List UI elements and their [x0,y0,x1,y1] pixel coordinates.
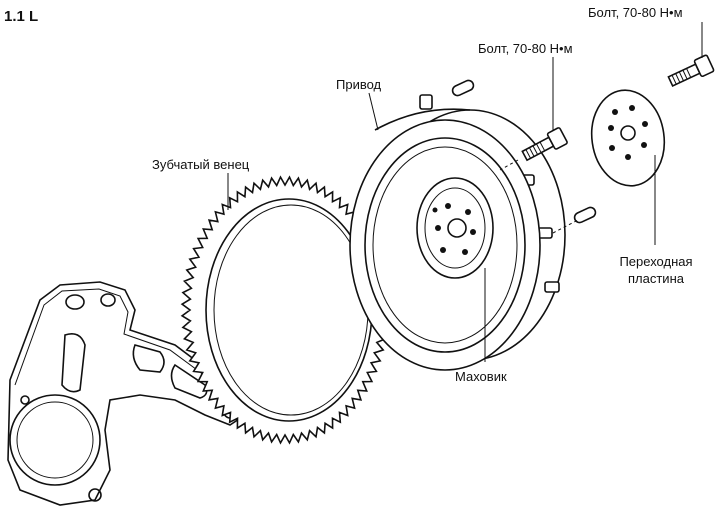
label-ring-gear: Зубчатый венец [152,157,250,172]
bolt-top-drawing [667,54,715,88]
label-bolt-mid: Болт, 70-80 Н•м [478,41,573,56]
dowel-pins-drawing [451,79,597,234]
ring-gear-inner-edge [205,198,373,422]
ring-gear-drawing [180,175,390,445]
adapter-plate-drawing [590,89,666,187]
leader-lines [227,22,703,362]
label-flywheel: Маховик [455,369,507,384]
label-bolt-top: Болт, 70-80 Н•м [588,5,683,20]
assembly-title: 1.1 L [4,8,39,25]
flywheel-drawing [349,94,566,371]
label-adapter-plate: Переходная пластина [619,254,693,286]
label-drive: Привод [336,77,382,92]
bolt-mid-drawing [499,127,568,171]
